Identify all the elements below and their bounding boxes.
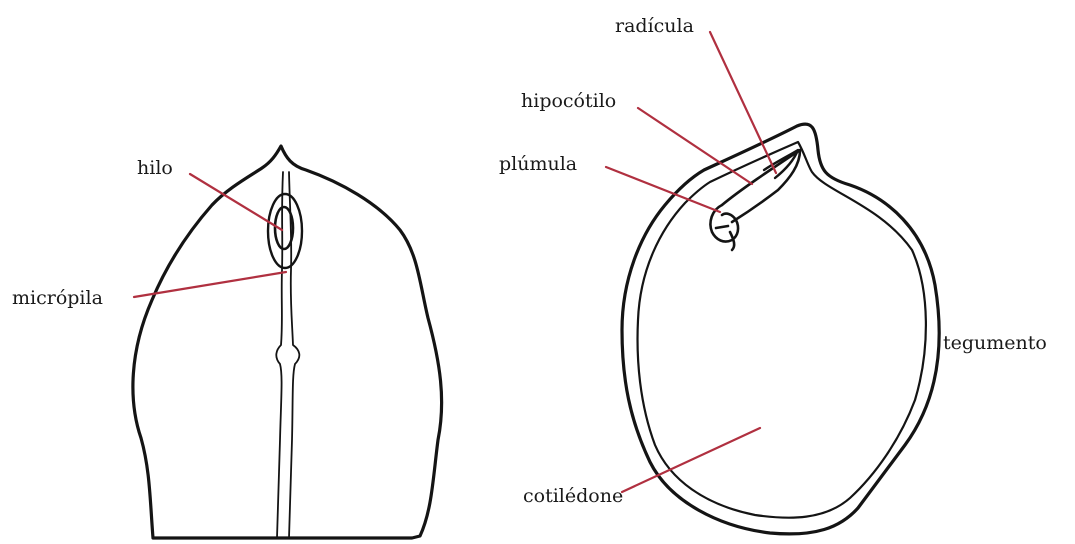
leader-micropila — [134, 272, 286, 297]
leader-lines — [134, 32, 776, 492]
leader-cotiledone — [622, 428, 760, 492]
seed-section-view — [622, 124, 939, 534]
label-micropila: micrópila — [12, 289, 103, 308]
label-cotiledone: cotilédone — [523, 487, 623, 506]
plumule — [710, 205, 738, 250]
leader-hilo — [190, 174, 282, 230]
seed-outline — [133, 146, 442, 538]
hilum-outer — [268, 194, 302, 268]
tegument-inner — [638, 142, 926, 518]
label-plumula: plúmula — [499, 155, 577, 174]
leader-hipocotilo — [638, 108, 752, 184]
label-tegumento: tegumento — [943, 334, 1047, 353]
label-hipocotilo: hipocótilo — [521, 92, 616, 111]
label-hilo: hilo — [137, 159, 173, 178]
label-radicula: radícula — [615, 17, 694, 36]
seed-external-view — [133, 146, 442, 538]
embryo-axis — [722, 150, 800, 222]
